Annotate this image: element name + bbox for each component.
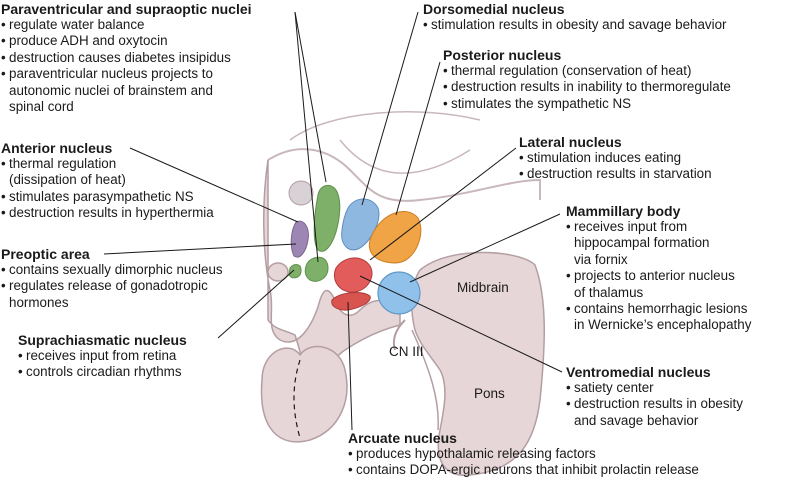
posterior-item: stimulates the sympathetic NS (443, 96, 731, 112)
dorsomedial-item: stimulation results in obesity and savag… (423, 17, 727, 33)
preoptic-item: regulates release of gonadotropic hormon… (1, 278, 223, 311)
pituitary-divider (293, 359, 301, 439)
ventromedial-block: Ventromedial nucleus satiety center dest… (566, 364, 743, 429)
suprachiasmatic-title: Suprachiasmatic nucleus (18, 332, 187, 348)
suprachiasmatic-item: receives input from retina (18, 348, 187, 364)
dorsomedial-block: Dorsomedial nucleus stimulation results … (423, 1, 727, 33)
leader-lateral (369, 147, 517, 261)
leader-dorsomedial (361, 11, 419, 206)
ventromedial-item: satiety center (566, 380, 743, 396)
cerebral-peduncle (411, 329, 440, 431)
arcuate-item: contains DOPA-ergic neurons that inhibit… (348, 462, 699, 478)
third-ventricle-wall (267, 148, 541, 202)
leader-paraventricular (294, 11, 327, 183)
paraventricular-item: produce ADH and oxytocin (1, 33, 252, 49)
preoptic-item: contains sexually dimorphic nucleus (1, 262, 223, 278)
leader-suprachiasmatic (217, 269, 295, 339)
arcuate-nucleus-shape (331, 292, 371, 311)
mammillary-item: contains hemorrhagic lesions in Wernicke… (566, 301, 751, 334)
cn3-nerve (392, 319, 406, 351)
lateral-block: Lateral nucleus stimulation induces eati… (519, 134, 712, 183)
dorsomedial-nucleus-shape (341, 198, 380, 251)
paraventricular-item: paraventricular nucleus projects to auto… (1, 66, 252, 115)
arcuate-item: produces hypothalamic releasing factors (348, 446, 699, 462)
preoptic-area-shape (288, 264, 302, 279)
mammillary-title: Mammillary body (566, 203, 681, 219)
paraventricular-item: destruction causes diabetes insipidus (1, 50, 252, 66)
anterior-block: Anterior nucleus thermal regulation (dis… (1, 140, 214, 222)
leader-ventromedial (359, 275, 563, 373)
posterior-title: Posterior nucleus (443, 47, 562, 63)
preoptic-block: Preoptic area contains sexually dimorphi… (1, 246, 223, 311)
cn3-label: CN III (389, 344, 424, 359)
pituitary-gland (260, 345, 348, 443)
arcuate-title: Arcuate nucleus (348, 430, 457, 446)
anterior-item: stimulates parasympathetic NS (1, 189, 214, 205)
midbrain-label: Midbrain (457, 280, 509, 295)
preoptic-title: Preoptic area (1, 246, 90, 262)
brain-contour (289, 111, 481, 141)
mammillary-body-shape (377, 271, 421, 315)
mammillary-item: projects to anterior nucleus of thalamus (566, 268, 751, 301)
anterior-item: thermal regulation (dissipation of heat) (1, 156, 214, 189)
leader-paraventricular-2 (294, 11, 319, 263)
mammillary-block: Mammillary body receives input from hipp… (566, 203, 751, 334)
leader-preoptic (103, 243, 297, 255)
brain-contour-2 (339, 139, 471, 174)
thalamus-blob (288, 180, 314, 206)
arcuate-block: Arcuate nucleus produces hypothalamic re… (348, 430, 699, 479)
dorsomedial-title: Dorsomedial nucleus (423, 1, 565, 17)
supraoptic-nucleus-shape (304, 256, 329, 282)
suprachiasmatic-block: Suprachiasmatic nucleus receives input f… (18, 332, 187, 381)
anterior-item: destruction results in hyperthermia (1, 205, 214, 221)
leader-posterior (395, 61, 441, 216)
ventromedial-item: destruction results in obesity and savag… (566, 396, 743, 429)
paraventricular-block: Paraventricular and supraoptic nuclei re… (1, 1, 252, 115)
lateral-title: Lateral nucleus (519, 134, 622, 150)
mammillary-item: receives input from hippocampal formatio… (566, 219, 751, 268)
posterior-block: Posterior nucleus thermal regulation (co… (443, 47, 731, 112)
leader-arcuate (347, 301, 353, 431)
optic-chiasm (267, 262, 289, 282)
ventromedial-nucleus-shape (334, 257, 373, 293)
anterior-nucleus-shape (290, 220, 309, 258)
posterior-item: destruction results in inability to ther… (443, 79, 731, 95)
paraventricular-title: Paraventricular and supraoptic nuclei (1, 1, 252, 17)
lateral-item: destruction results in starvation (519, 166, 712, 182)
paraventricular-nucleus-shape (313, 184, 341, 252)
paraventricular-item: regulate water balance (1, 17, 252, 33)
leader-mammillary (409, 213, 561, 283)
pons-label: Pons (474, 386, 505, 401)
anterior-title: Anterior nucleus (1, 140, 113, 156)
lateral-item: stimulation induces eating (519, 150, 712, 166)
posterior-item: thermal regulation (conservation of heat… (443, 63, 731, 79)
ventromedial-title: Ventromedial nucleus (566, 364, 711, 380)
suprachiasmatic-item: controls circadian rhythms (18, 364, 187, 380)
